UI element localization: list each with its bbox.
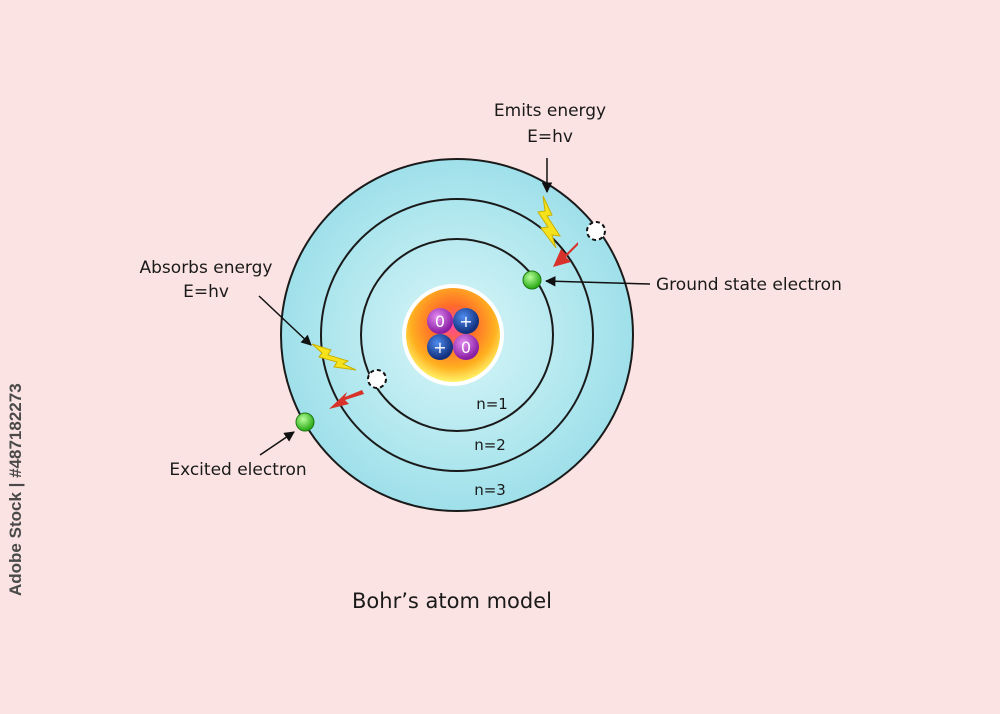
- particle-symbol: +: [433, 338, 446, 357]
- nucleus: 0 + + 0: [402, 284, 504, 386]
- ground-state-electron: [522, 270, 542, 290]
- nucleus-particle: +: [427, 334, 453, 360]
- particle-symbol: 0: [461, 338, 471, 357]
- emits-energy-label: Emits energy: [494, 101, 606, 121]
- absorption-event: [295, 343, 387, 432]
- nucleus-particle: 0: [453, 334, 479, 360]
- pointer-arrows: [258, 158, 651, 456]
- particle-symbol: 0: [435, 312, 445, 331]
- shell-label-n2: n=2: [474, 436, 506, 454]
- lightning-bolt-icon: [311, 343, 357, 371]
- vacancy-dashed-circle: [586, 221, 606, 241]
- excited-electron-label: Excited electron: [169, 460, 306, 480]
- nucleus-particle: 0: [427, 308, 453, 334]
- transition-arrow: [329, 390, 364, 409]
- emission-event: [522, 195, 606, 290]
- particle-symbol: +: [459, 312, 472, 331]
- nucleus-particle: +: [453, 308, 479, 334]
- diagram-title: Bohr’s atom model: [352, 589, 552, 613]
- excited-electron: [295, 412, 315, 432]
- excited-pointer-arrow: [259, 431, 295, 456]
- transition-arrow: [553, 242, 578, 267]
- shell-label-n3: n=3: [474, 481, 506, 499]
- nucleus-core: [406, 288, 500, 382]
- orbit-n2: [320, 198, 594, 472]
- absorbs-pointer-arrow: [258, 295, 312, 346]
- shell-label-n1: n=1: [476, 395, 508, 413]
- lightning-bolt-icon: [537, 195, 562, 249]
- ground-state-label: Ground state electron: [656, 275, 842, 295]
- orbit-n1: [360, 238, 554, 432]
- ground-state-pointer-arrow: [544, 276, 651, 287]
- absorbs-energy-label: Absorbs energy: [140, 258, 273, 278]
- watermark-credit: Adobe Stock | #487182273: [6, 383, 25, 596]
- absorbs-equation-label: E=hv: [183, 282, 229, 302]
- emits-equation-label: E=hv: [527, 127, 573, 147]
- vacancy-dashed-circle: [367, 369, 387, 389]
